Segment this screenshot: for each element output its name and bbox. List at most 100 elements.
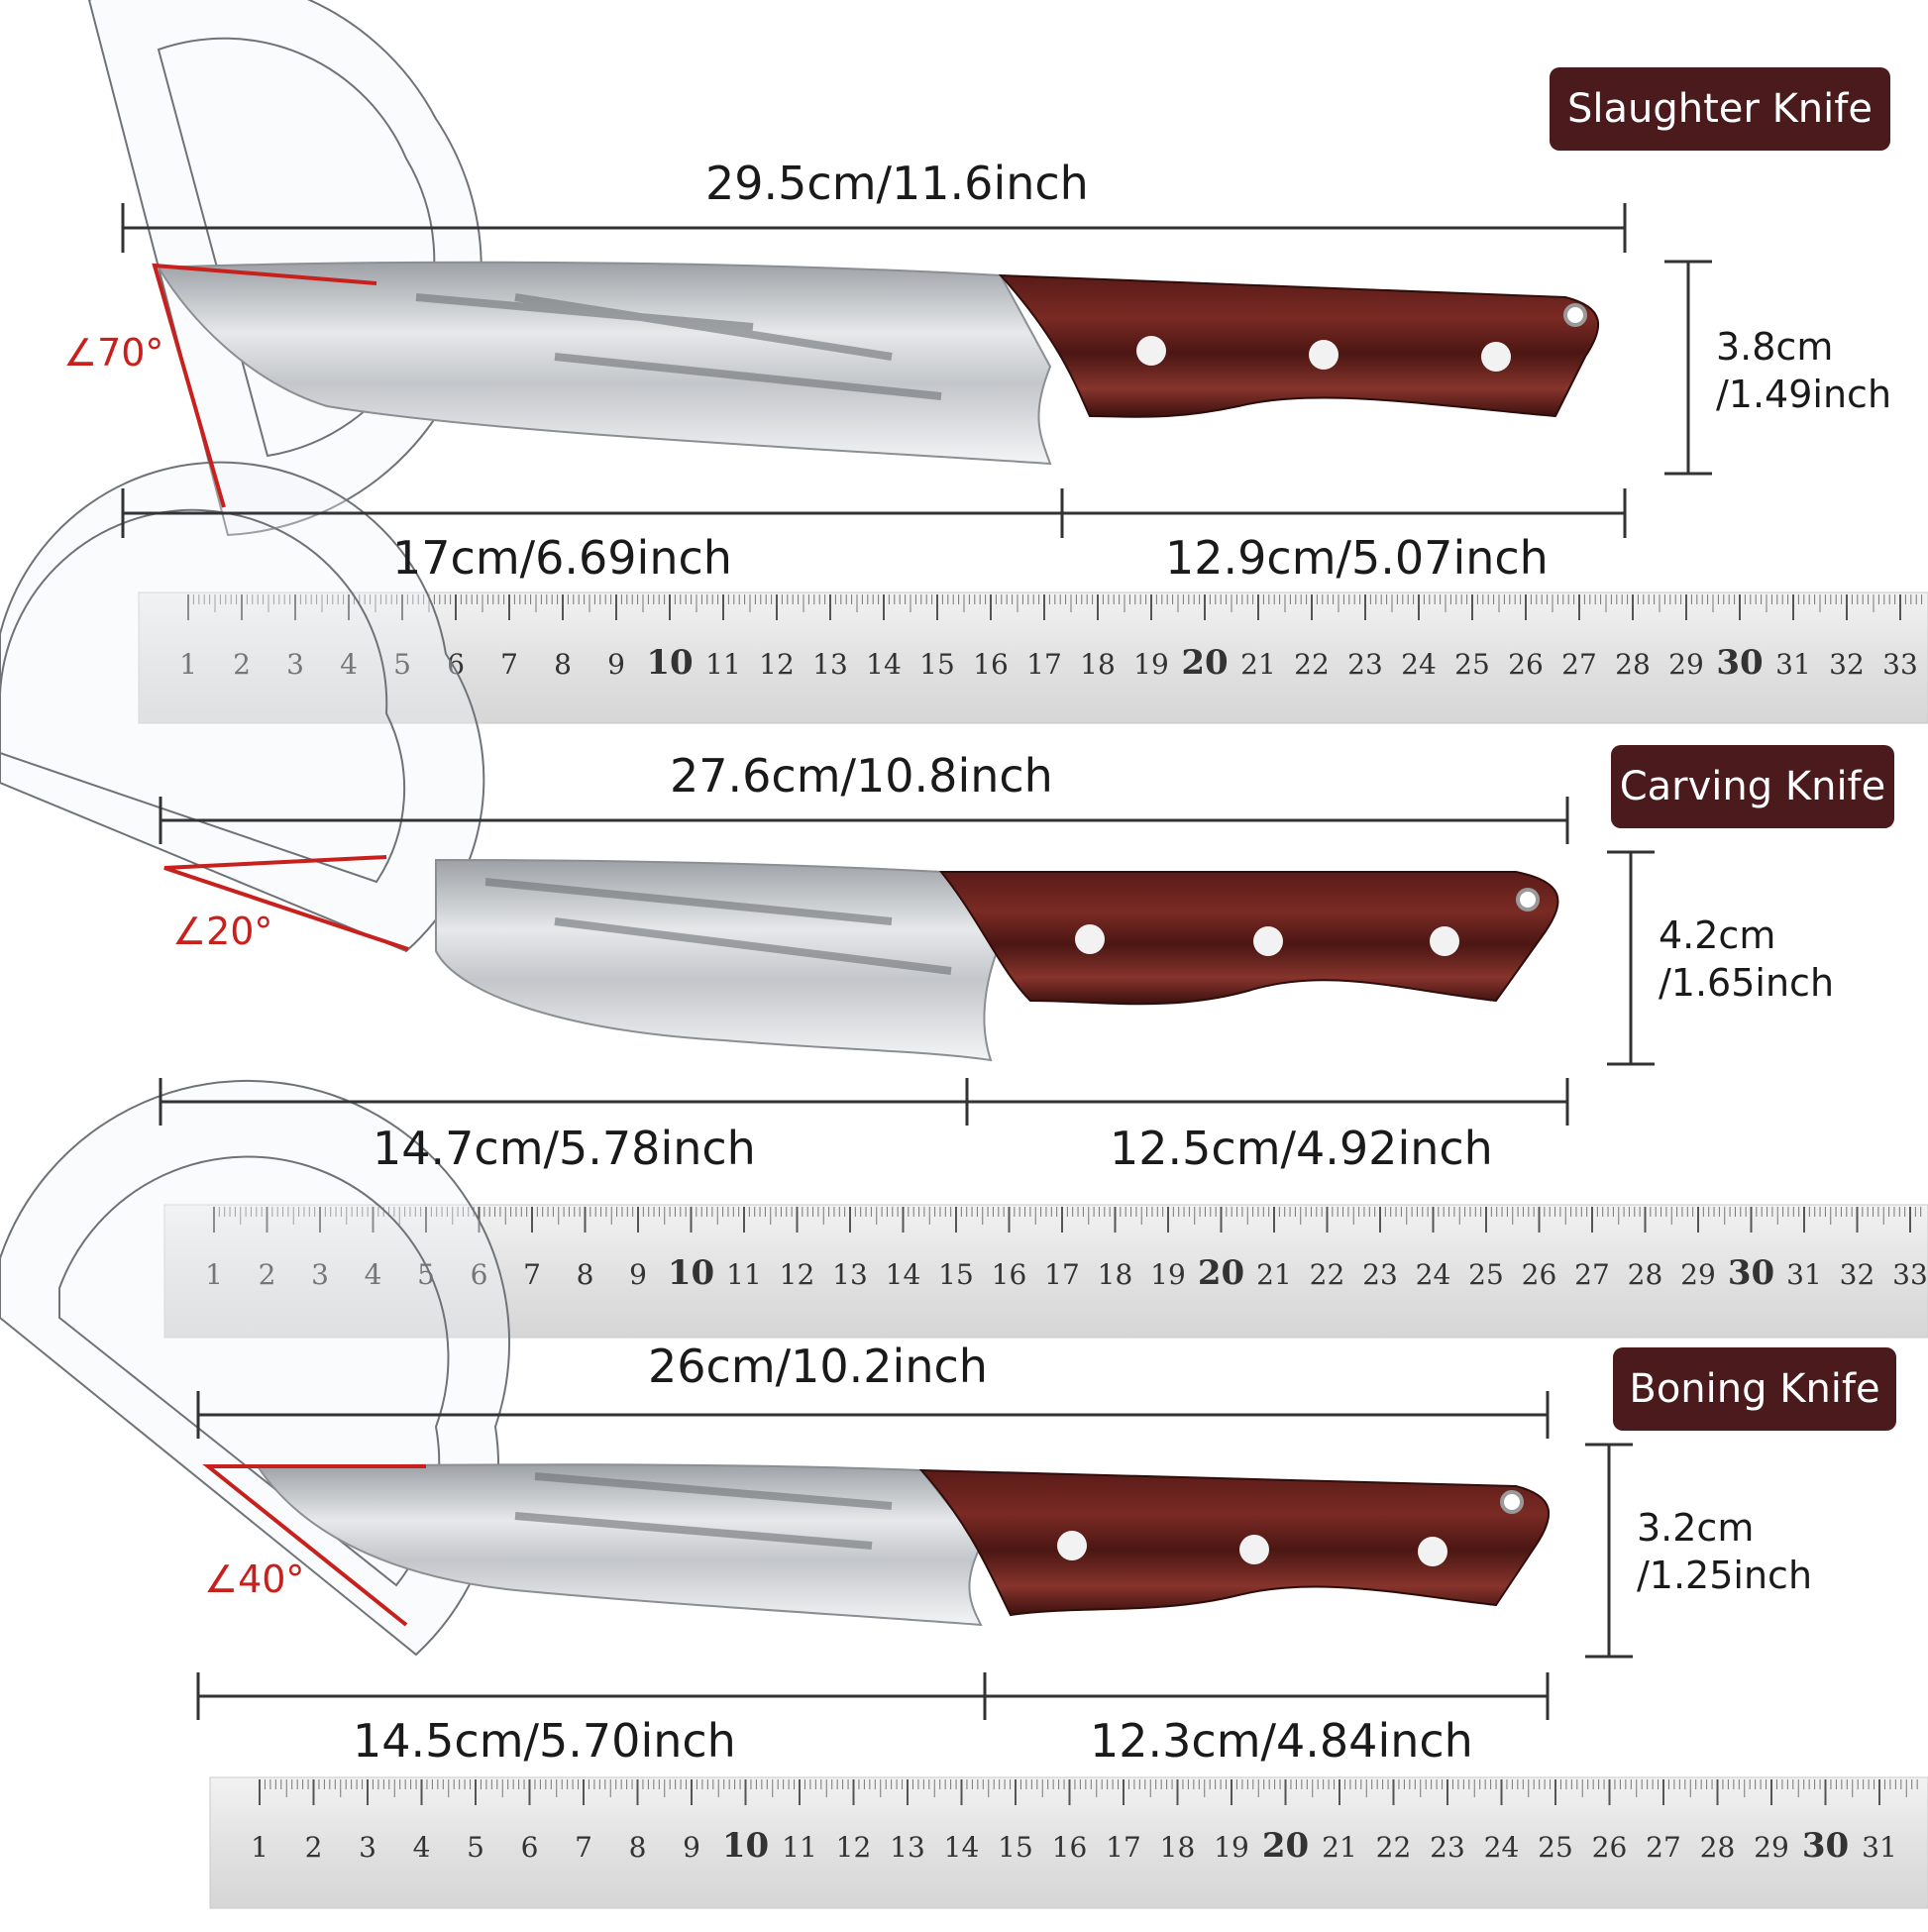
ruler-number: 24	[1484, 1831, 1520, 1864]
ruler-number: 25	[1538, 1831, 1573, 1864]
ruler-number: 22	[1294, 648, 1330, 681]
ruler-number: 4	[365, 1258, 382, 1291]
ruler-number: 1	[205, 1258, 223, 1291]
ruler-number: 9	[683, 1831, 700, 1864]
ruler-number: 1	[251, 1831, 268, 1864]
ruler-number: 30	[1728, 1253, 1774, 1293]
ruler-number: 6	[521, 1831, 539, 1864]
carving-width-inch: /1.65inch	[1659, 961, 1835, 1005]
ruler-number: 18	[1080, 648, 1116, 681]
boning-handle-length: 12.3cm/4.84inch	[1090, 1714, 1473, 1768]
ruler-number: 27	[1574, 1258, 1610, 1291]
ruler-number: 15	[938, 1258, 974, 1291]
ruler-number: 25	[1468, 1258, 1504, 1291]
ruler-number: 18	[1160, 1831, 1196, 1864]
ruler-number: 28	[1628, 1258, 1663, 1291]
slaughter-width-cm: 3.8cm	[1716, 325, 1834, 369]
ruler-number: 31	[1862, 1831, 1897, 1864]
ruler-number: 14	[944, 1831, 980, 1864]
ruler-number: 29	[1754, 1831, 1789, 1864]
ruler-number: 14	[866, 648, 902, 681]
carving-knife-image	[435, 858, 1559, 1062]
boning-knife-image	[256, 1463, 1551, 1627]
ruler-number: 6	[447, 648, 465, 681]
ruler-number: 24	[1401, 648, 1437, 681]
ruler-number: 4	[340, 648, 358, 681]
ruler-number: 2	[233, 648, 251, 681]
boning-angle: ∠40°	[204, 1557, 305, 1601]
ruler-number: 16	[973, 648, 1009, 681]
ruler-number: 1	[179, 648, 197, 681]
ruler-number: 5	[417, 1258, 435, 1291]
ruler-number: 7	[500, 648, 518, 681]
ruler-number: 20	[1198, 1253, 1244, 1293]
ruler-number: 28	[1700, 1831, 1736, 1864]
ruler-number: 19	[1214, 1831, 1249, 1864]
ruler-number: 2	[259, 1258, 276, 1291]
ruler-number: 3	[359, 1831, 376, 1864]
ruler-number: 13	[812, 648, 848, 681]
ruler-number: 33	[1892, 1258, 1928, 1291]
slaughter-blade-length: 17cm/6.69inch	[392, 531, 732, 585]
ruler-number: 24	[1416, 1258, 1451, 1291]
ruler-1: 1234567891011121314151617181920212223242…	[138, 591, 1928, 724]
ruler-number: 21	[1322, 1831, 1357, 1864]
ruler-number: 19	[1133, 648, 1169, 681]
ruler-number: 21	[1240, 648, 1276, 681]
ruler-number: 33	[1882, 648, 1918, 681]
carving-blade-length: 14.7cm/5.78inch	[373, 1122, 756, 1175]
carving-knife-label: Carving Knife	[1611, 745, 1894, 828]
ruler-number: 23	[1362, 1258, 1398, 1291]
ruler-number: 7	[523, 1258, 541, 1291]
boning-knife-label: Boning Knife	[1613, 1347, 1896, 1431]
slaughter-knife-label: Slaughter Knife	[1550, 67, 1890, 151]
ruler-number: 15	[919, 648, 955, 681]
ruler-number: 5	[467, 1831, 484, 1864]
ruler-number: 10	[722, 1826, 769, 1866]
slaughter-knife-image	[157, 261, 1600, 466]
ruler-number: 10	[646, 643, 693, 683]
ruler-number: 20	[1262, 1826, 1309, 1866]
ruler-number: 20	[1181, 643, 1228, 683]
boning-width-inch: /1.25inch	[1637, 1554, 1813, 1597]
ruler-number: 3	[311, 1258, 329, 1291]
ruler-number: 23	[1430, 1831, 1465, 1864]
ruler-number: 17	[1026, 648, 1062, 681]
ruler-number: 13	[832, 1258, 868, 1291]
ruler-number: 8	[554, 648, 572, 681]
ruler-number: 17	[1044, 1258, 1080, 1291]
slaughter-angle: ∠70°	[63, 331, 164, 375]
ruler-number: 14	[886, 1258, 921, 1291]
ruler-2: 1234567891011121314151617181920212223242…	[163, 1204, 1928, 1339]
ruler-number: 31	[1775, 648, 1811, 681]
boning-total-length: 26cm/10.2inch	[648, 1340, 988, 1393]
carving-width-cm: 4.2cm	[1659, 913, 1776, 957]
carving-handle-length: 12.5cm/4.92inch	[1110, 1122, 1493, 1175]
ruler-number: 21	[1256, 1258, 1292, 1291]
ruler-number: 10	[668, 1253, 714, 1293]
ruler-number: 8	[577, 1258, 594, 1291]
ruler-number: 32	[1840, 1258, 1875, 1291]
ruler-number: 9	[629, 1258, 647, 1291]
ruler-number: 26	[1508, 648, 1544, 681]
ruler-number: 12	[780, 1258, 815, 1291]
ruler-number: 3	[286, 648, 304, 681]
ruler-number: 13	[890, 1831, 925, 1864]
ruler-number: 5	[393, 648, 411, 681]
ruler-number: 22	[1376, 1831, 1412, 1864]
carving-total-length: 27.6cm/10.8inch	[670, 749, 1053, 803]
ruler-number: 9	[607, 648, 625, 681]
ruler-number: 16	[992, 1258, 1027, 1291]
ruler-number: 18	[1098, 1258, 1133, 1291]
ruler-number: 27	[1561, 648, 1597, 681]
ruler-number: 12	[759, 648, 795, 681]
ruler-number: 31	[1786, 1258, 1822, 1291]
ruler-number: 11	[782, 1831, 817, 1864]
ruler-number: 16	[1052, 1831, 1088, 1864]
ruler-number: 12	[836, 1831, 872, 1864]
ruler-number: 29	[1680, 1258, 1716, 1291]
slaughter-total-length: 29.5cm/11.6inch	[705, 157, 1089, 210]
ruler-number: 19	[1150, 1258, 1186, 1291]
